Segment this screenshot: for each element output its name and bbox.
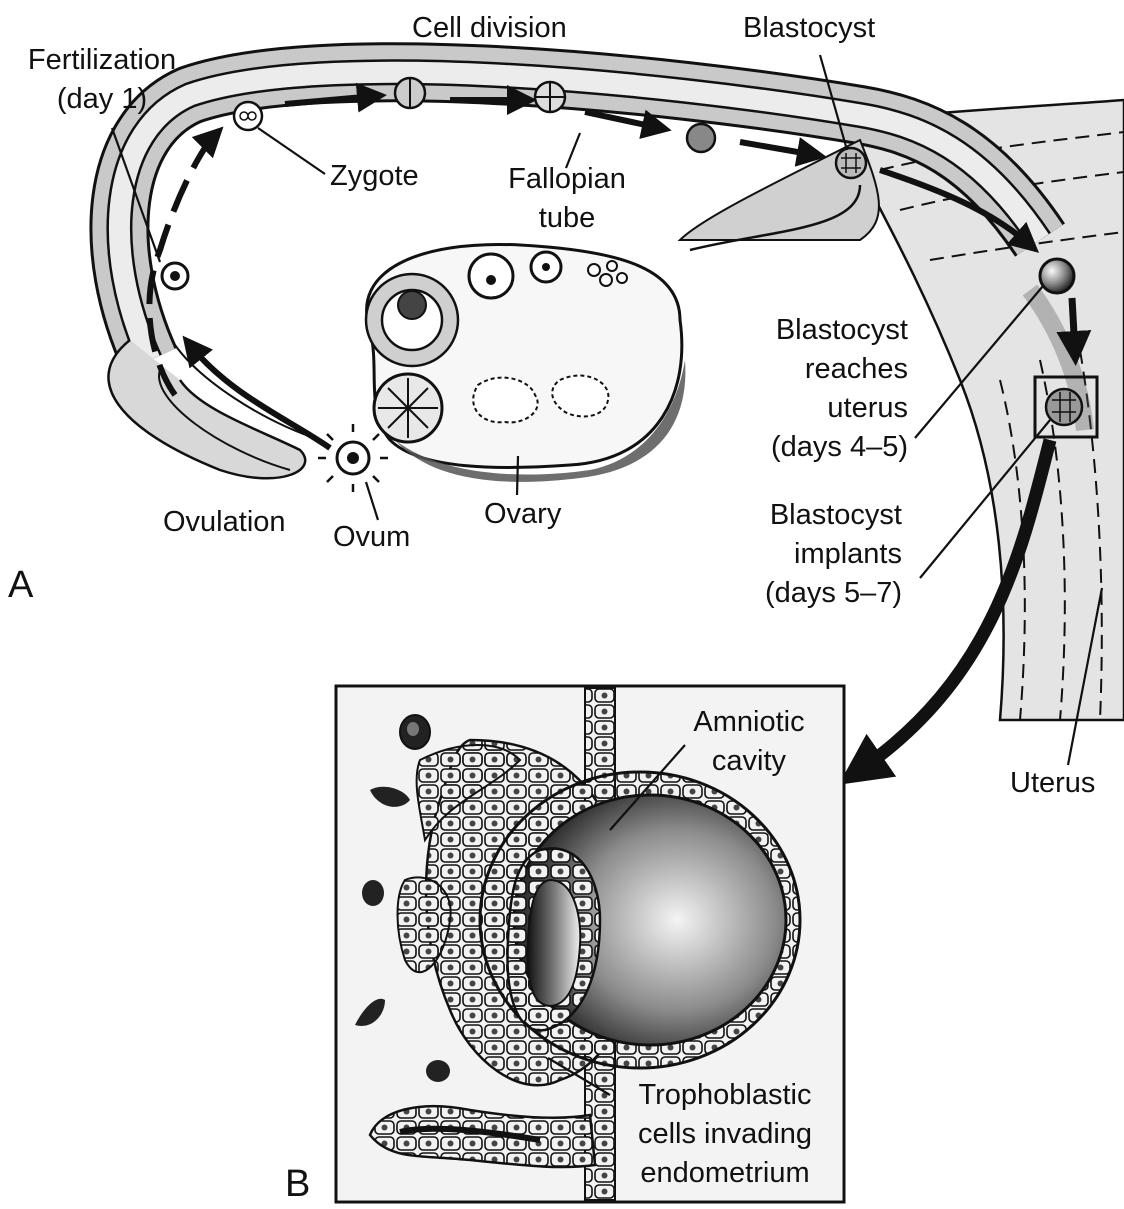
label-amniotic-cavity: Amniotic cavity (674, 703, 824, 781)
panel-a-letter: A (8, 565, 33, 605)
label-blastocyst-implants: Blastocyst implants (days 5–7) (700, 496, 902, 613)
label-zygote: Zygote (330, 157, 419, 196)
label-blastocyst-reaches-line-2: reaches (700, 350, 908, 389)
label-blastocyst-reaches-uterus: Blastocyst reaches uterus (days 4–5) (700, 311, 908, 467)
label-trophoblastic-cells: Trophoblastic cells invading endometrium (612, 1076, 838, 1193)
label-trophoblastic-line-1: Trophoblastic (612, 1076, 838, 1115)
label-blastocyst-implants-line-3: (days 5–7) (700, 574, 902, 613)
label-ovary: Ovary (484, 495, 561, 534)
label-blastocyst-reaches-line-4: (days 4–5) (700, 428, 908, 467)
panel-b-letter: B (285, 1164, 310, 1204)
label-fertilization: Fertilization (day 1) (0, 41, 204, 119)
label-amniotic-cavity-line-1: Amniotic (674, 703, 824, 742)
label-blastocyst-reaches-line-1: Blastocyst (700, 311, 908, 350)
ovary (366, 244, 685, 481)
label-blastocyst-reaches-line-3: uterus (700, 389, 908, 428)
label-amniotic-cavity-line-2: cavity (674, 742, 824, 781)
label-cell-division: Cell division (412, 9, 567, 48)
label-blastocyst: Blastocyst (743, 9, 875, 48)
label-blastocyst-implants-line-1: Blastocyst (700, 496, 902, 535)
label-trophoblastic-line-2: cells invading (612, 1115, 838, 1154)
label-uterus: Uterus (1010, 764, 1095, 803)
label-fertilization-line-1: Fertilization (0, 41, 204, 80)
label-ovulation: Ovulation (163, 503, 286, 542)
label-fallopian-tube-line-1: Fallopian (487, 160, 647, 199)
label-trophoblastic-line-3: endometrium (612, 1154, 838, 1193)
label-ovum: Ovum (333, 518, 410, 557)
label-fallopian-tube: Fallopian tube (487, 160, 647, 238)
label-fallopian-tube-line-2: tube (487, 199, 647, 238)
label-blastocyst-implants-line-2: implants (700, 535, 902, 574)
label-fertilization-line-2: (day 1) (0, 80, 204, 119)
